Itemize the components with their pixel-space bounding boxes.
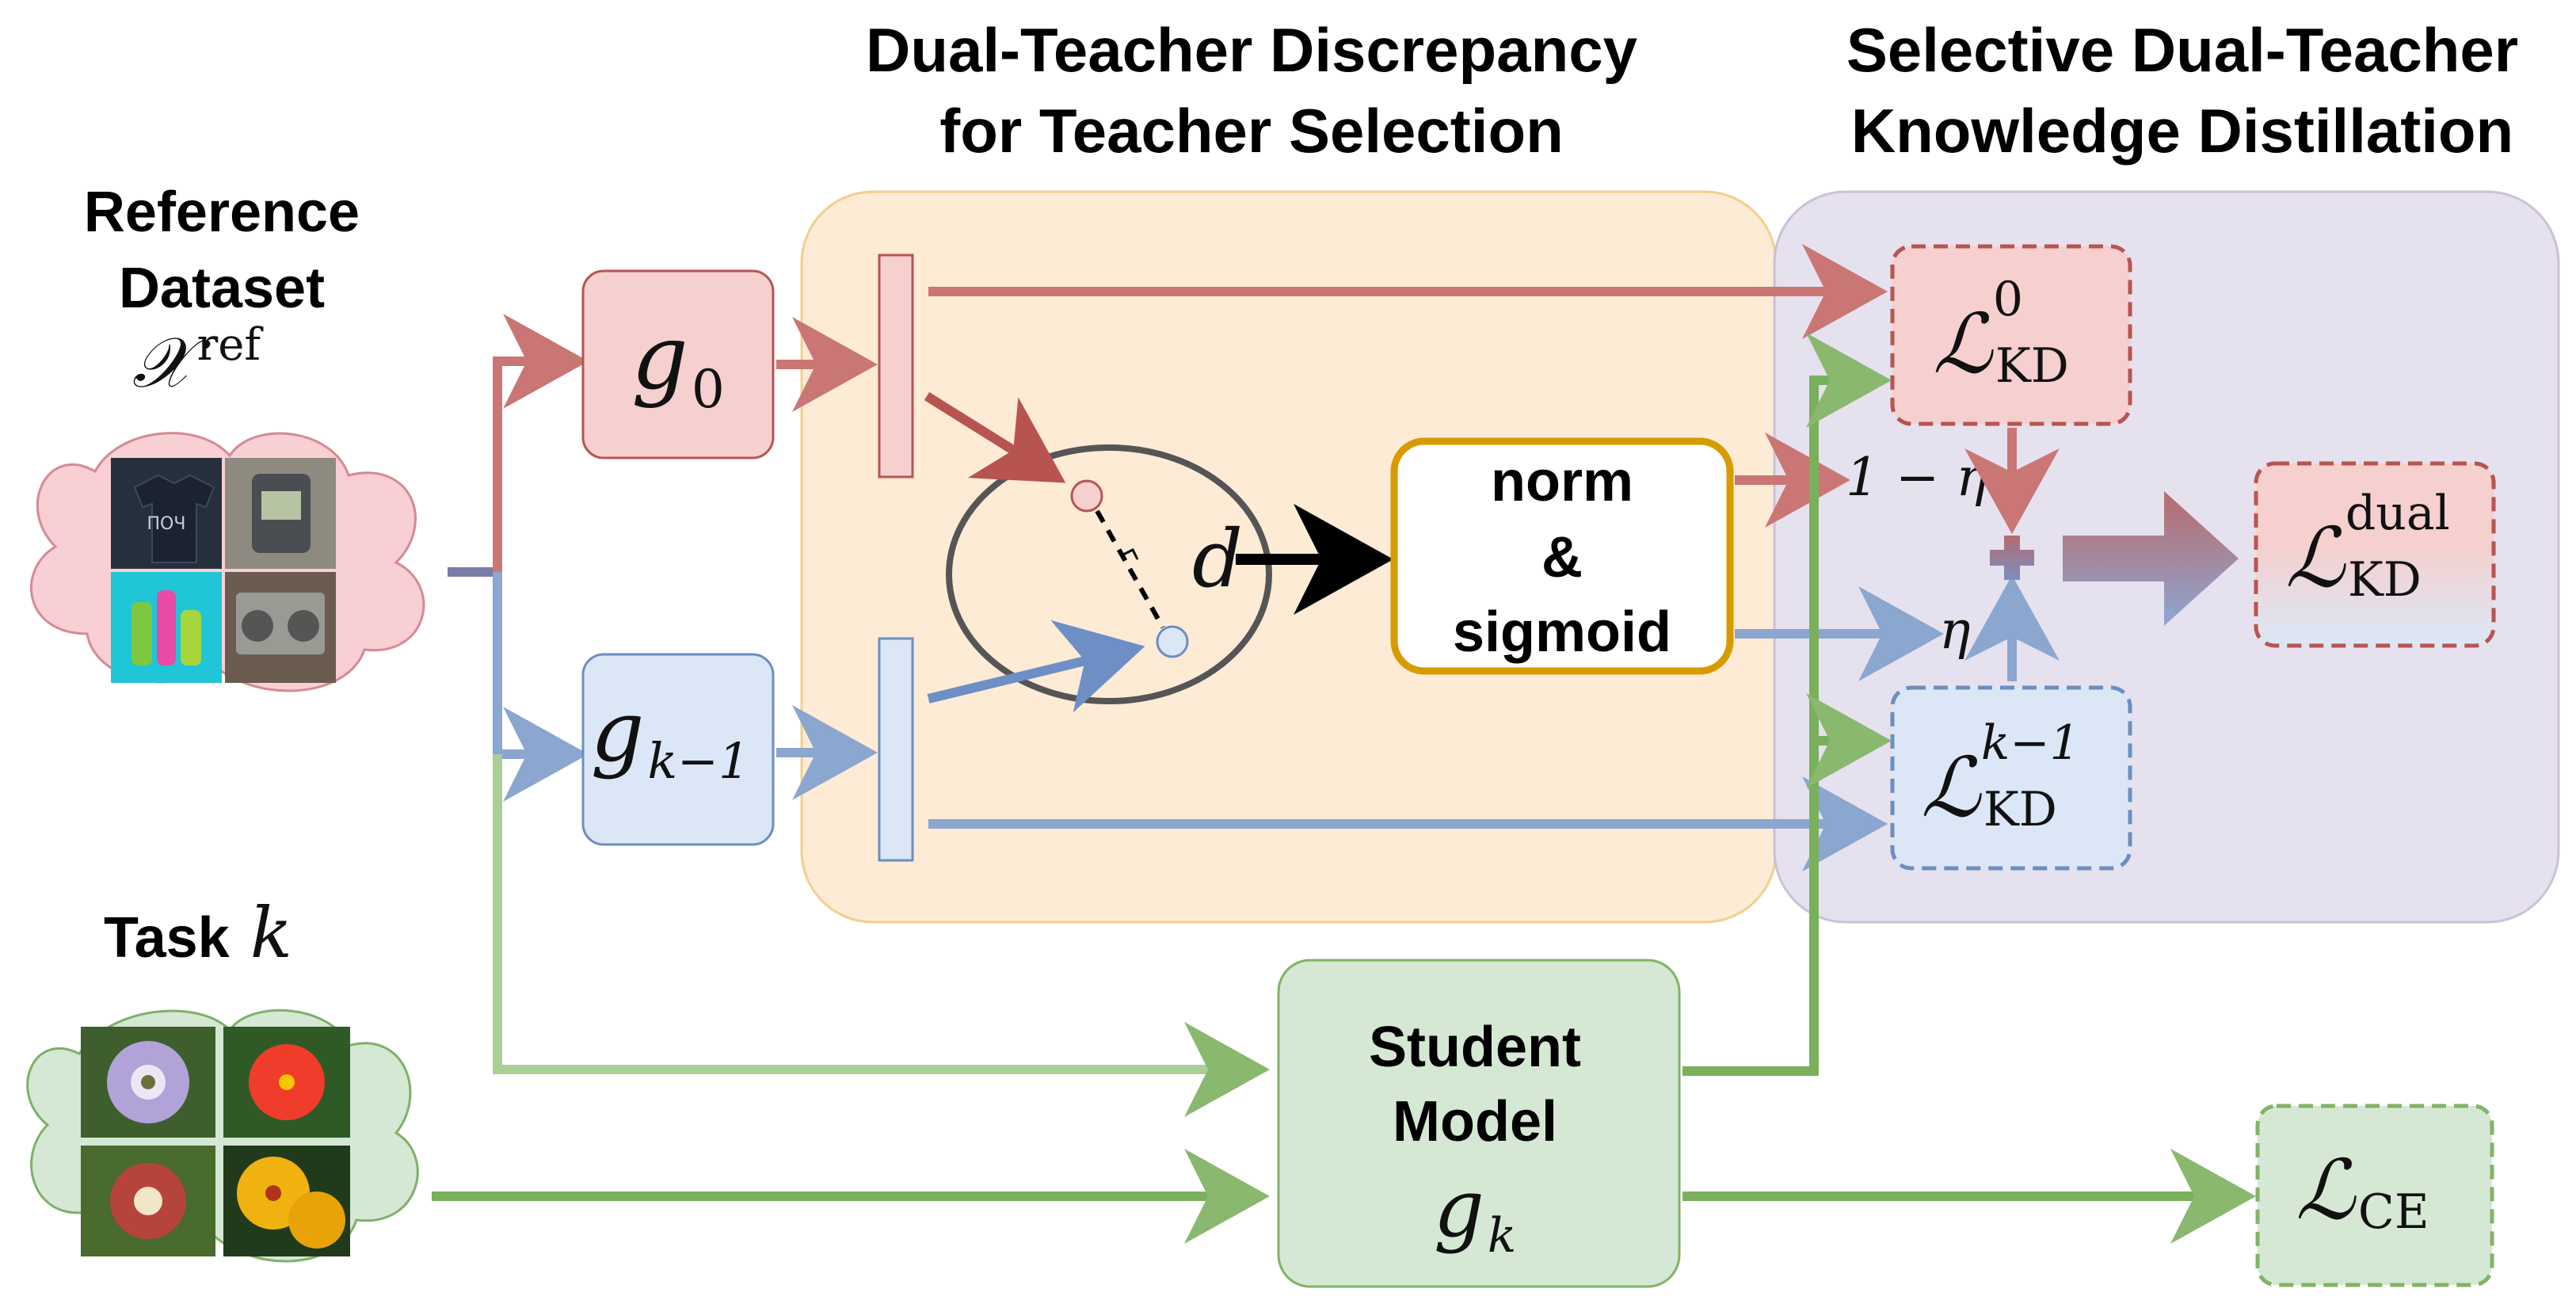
distance-line [1095, 509, 1165, 629]
loss-kdk1-label: ℒKDk−1 [1921, 715, 2080, 837]
route-to-student [493, 754, 1270, 1117]
sum-to-dual-arrow [2063, 491, 2239, 626]
student-model-box [1277, 959, 1681, 1288]
distance-right-angle-mark [1122, 547, 1139, 560]
loss-kd0-label: ℒKD0 [1933, 272, 2069, 394]
student-label-line2: Model [1393, 1090, 1557, 1153]
gk1-feature-bar [878, 637, 914, 862]
loss-kd0-box [1890, 244, 2132, 426]
ampersand-label: & [1541, 526, 1583, 589]
loss-kddual-label: ℒKDdual [2285, 486, 2450, 608]
one-minus-eta-label: 1 − η [1846, 447, 1987, 508]
teacher-g0-label: g0 [631, 307, 725, 420]
loss-kddual-box [2254, 461, 2496, 648]
distillation-header-line2: Knowledge Distillation [1851, 96, 2513, 166]
norm-label: norm [1491, 450, 1633, 513]
g0-to-point-arrow [924, 391, 1066, 483]
teacher-gk1-label: gk−1 [591, 683, 750, 790]
eta-label: η [1939, 600, 1971, 661]
student-symbol: gk [1434, 1162, 1516, 1264]
route-to-g0 [493, 314, 589, 572]
task-cloud [26, 1009, 419, 1263]
route-to-gk1 [493, 572, 589, 802]
student-label-line1: Student [1369, 1016, 1581, 1079]
distance-label: d [1192, 513, 1243, 605]
discrepancy-header-line2: for Teacher Selection [939, 96, 1563, 166]
g0-embedding-point [1070, 479, 1103, 513]
sum-plus-icon [1990, 536, 2034, 580]
norm-sigmoid-box [1390, 437, 1734, 675]
sigmoid-label: sigmoid [1453, 601, 1671, 664]
g0-feature-bar [878, 254, 914, 479]
gk1-embedding-point [1156, 625, 1189, 658]
loss-ce-label: ℒCE [2296, 1142, 2429, 1240]
reference-label-line1: Reference [84, 181, 360, 244]
loss-ce-box [2255, 1104, 2494, 1287]
svg-text:ПОЧ: ПОЧ [147, 514, 186, 534]
reference-cloud: ПОЧ [29, 432, 425, 692]
distillation-header-line1: Selective Dual-Teacher [1846, 15, 2518, 85]
teacher-g0-box [581, 269, 775, 459]
reference-label-line2: Dataset [119, 257, 325, 320]
gk1-to-point-arrow [927, 620, 1145, 713]
discrepancy-header-line1: Dual-Teacher Discrepancy [866, 15, 1637, 85]
teacher-gk1-box [581, 653, 775, 846]
loss-kdk1-box [1890, 685, 2132, 871]
